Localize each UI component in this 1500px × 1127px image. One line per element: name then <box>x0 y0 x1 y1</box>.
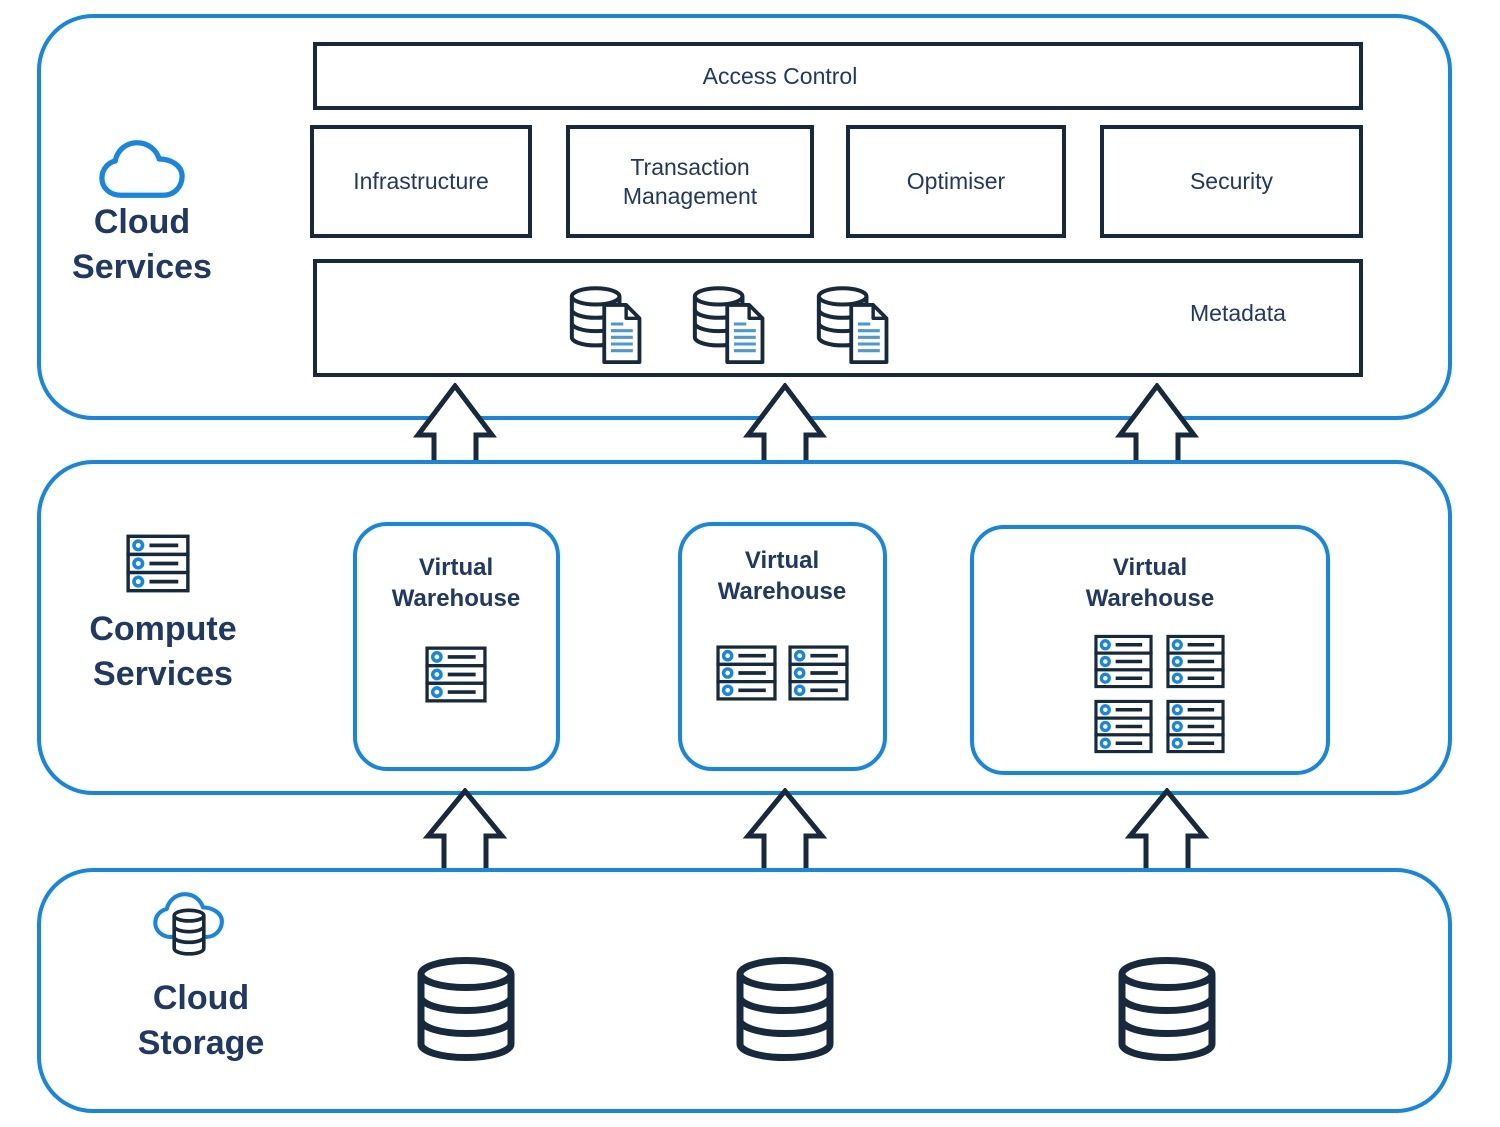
cloud-storage-label: Cloud Storage <box>137 979 265 1062</box>
virtual-warehouse-box <box>678 522 887 771</box>
transaction-management-box: Transaction Management <box>566 125 814 238</box>
database-icon <box>1115 957 1219 1061</box>
security-label: Security <box>1189 168 1274 195</box>
server-icon <box>1094 634 1153 689</box>
security-box: Security <box>1100 125 1363 238</box>
transaction-management-label: Transaction Management <box>622 153 758 209</box>
access-control-label: Access Control <box>702 62 858 89</box>
server-icon <box>1094 699 1153 754</box>
virtual-warehouse-label: Virtual Warehouse <box>1085 554 1215 613</box>
server-icon <box>1166 634 1225 689</box>
cloud-database-icon <box>151 886 227 960</box>
virtual-warehouse-label: Virtual Warehouse <box>717 547 847 606</box>
database-icon <box>414 957 518 1061</box>
cloud-services-label: Cloud Services <box>72 203 212 286</box>
database-document-icon <box>814 284 898 364</box>
virtual-warehouse-label: Virtual Warehouse <box>391 554 521 613</box>
optimiser-box: Optimiser <box>846 125 1066 238</box>
database-icon <box>733 957 837 1061</box>
compute-services-label: Compute Services <box>89 610 237 693</box>
access-control-box: Access Control <box>313 42 1363 110</box>
infrastructure-box: Infrastructure <box>310 125 532 238</box>
infrastructure-label: Infrastructure <box>353 168 489 195</box>
cloud-icon <box>98 138 186 201</box>
metadata-label: Metadata <box>1190 300 1286 326</box>
server-icon <box>1166 699 1225 754</box>
optimiser-label: Optimiser <box>906 168 1006 195</box>
server-icon <box>788 645 849 701</box>
server-icon <box>126 534 190 593</box>
database-document-icon <box>567 284 651 364</box>
database-document-icon <box>690 284 774 364</box>
server-icon <box>425 646 487 703</box>
server-icon <box>716 645 777 701</box>
